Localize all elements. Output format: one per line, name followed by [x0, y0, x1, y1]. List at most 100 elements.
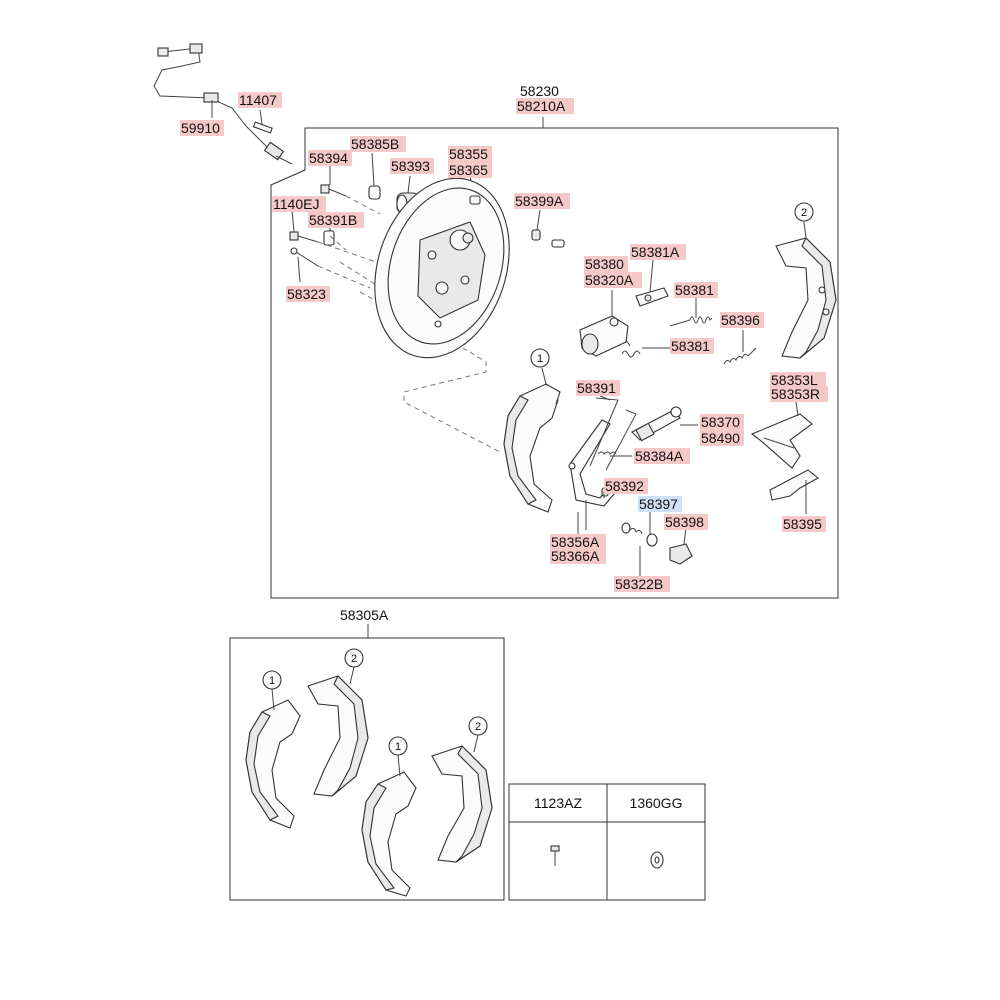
- kit-leader-1b: [397, 754, 401, 777]
- label-58381a: 58381A: [630, 244, 686, 260]
- label-58323: 58323: [286, 286, 330, 302]
- kit-callout-2b-number: 2: [475, 721, 481, 733]
- part-number-text: 58381: [671, 338, 710, 354]
- label-58397: 58397: [638, 496, 682, 512]
- table-header-1360gg: 1360GG: [630, 795, 683, 811]
- backing-plate: [374, 177, 510, 359]
- part-number-text: 58398: [665, 514, 704, 530]
- leader-58385b: [371, 152, 375, 187]
- washer-icon: [650, 851, 664, 869]
- label-58391: 58391: [576, 380, 620, 396]
- part-number-text: 58490: [701, 430, 740, 446]
- label-11407: 11407: [238, 92, 282, 108]
- kit-leader-2a: [349, 666, 355, 685]
- part-number-text: 58393: [391, 158, 430, 174]
- spring-58381-upper: [669, 316, 713, 327]
- kit-callout-2a-number: 2: [351, 653, 357, 665]
- part-number-text: 58380: [585, 256, 624, 272]
- part-number-text: 58394: [309, 150, 348, 166]
- callout-1-number: 1: [537, 353, 543, 365]
- label-58381-lower: 58381: [670, 338, 714, 354]
- label-58380: 58380: [584, 256, 628, 272]
- plug-58385b: [368, 185, 381, 200]
- part-number-text: 58210A: [517, 98, 566, 114]
- part-number-text: 58391B: [309, 212, 357, 228]
- cap-58398: [669, 543, 693, 565]
- callout-1-circle: [530, 348, 550, 368]
- label-58396: 58396: [720, 312, 764, 328]
- kit-shoe-2b: [431, 745, 493, 863]
- leader-58353: [795, 401, 799, 417]
- adjuster-58370: [631, 406, 682, 442]
- label-58365: 58365: [448, 162, 492, 178]
- part-number-text: 58353R: [771, 386, 820, 402]
- table-header-1123az: 1123AZ: [534, 795, 582, 811]
- label-58385b: 58385B: [350, 136, 406, 152]
- brake-shoe-2: [775, 237, 837, 359]
- leader-11407: [259, 109, 263, 125]
- label-58355: 58355: [448, 146, 492, 162]
- label-58398: 58398: [664, 514, 708, 530]
- label-58322b: 58322B: [614, 576, 670, 592]
- kit-callout-1b-number: 1: [395, 741, 401, 753]
- part-number-text: 58323: [287, 286, 326, 302]
- part-number-text: 58381A: [631, 244, 680, 260]
- parking-lever: [568, 397, 637, 507]
- label-58353r: 58353R: [770, 386, 828, 402]
- label-58353l: 58353L: [770, 372, 826, 388]
- callout-2-circle: [794, 202, 814, 222]
- part-number-text: 58320A: [585, 272, 634, 288]
- leader-58398: [683, 527, 687, 545]
- label-58393: 58393: [390, 158, 434, 174]
- fastener-table: [508, 783, 706, 901]
- kit-shoe-2a: [307, 675, 369, 797]
- main-assembly-frame: [270, 127, 839, 599]
- screw-icon: [550, 845, 560, 866]
- spring-58381-lower: [621, 339, 641, 358]
- part-number-labels: 59910 11407 58230 58210A 58394 58385B 58…: [180, 83, 828, 623]
- label-58399a: 58399A: [514, 193, 570, 209]
- pin-58323: [290, 247, 319, 267]
- leader-58323: [297, 256, 301, 283]
- strut-58353: [750, 413, 813, 469]
- part-number-text: 58355: [449, 146, 488, 162]
- part-number-text: 11407: [239, 92, 277, 108]
- leader-1140ej: [291, 209, 295, 233]
- adjuster-58381a: [635, 287, 669, 307]
- label-58370: 58370: [700, 414, 744, 430]
- part-number-text: 58384A: [635, 448, 684, 464]
- label-58320a: 58320A: [584, 272, 642, 288]
- part-number-text: 1140EJ: [273, 196, 319, 212]
- part-number-text: 58356A: [551, 534, 600, 550]
- label-58394: 58394: [308, 150, 352, 166]
- part-number-text: 58365: [449, 162, 488, 178]
- part-number-text: 58392: [605, 478, 644, 494]
- label-58392: 58392: [604, 478, 648, 494]
- label-58384a: 58384A: [634, 448, 690, 464]
- part-number-text: 58353L: [771, 372, 818, 388]
- part-number-text: 59910: [181, 120, 220, 136]
- lever-58395: [769, 469, 819, 501]
- part-number-text: 58391: [577, 380, 616, 396]
- label-58381-upper: 58381: [674, 282, 718, 298]
- label-58395: 58395: [782, 516, 826, 532]
- label-58210a: 58210A: [516, 98, 574, 114]
- label-58490: 58490: [700, 430, 744, 446]
- part-number-text: 58230: [520, 83, 559, 99]
- guide-dashes-upper: [317, 195, 401, 301]
- part-number-text: 58322B: [615, 576, 663, 592]
- label-58366a: 58366A: [550, 548, 606, 564]
- callout-2-number: 2: [801, 207, 807, 219]
- label-59910: 59910: [180, 120, 224, 136]
- leader-callout-1: [541, 367, 547, 385]
- parking-cable: [153, 43, 293, 165]
- leader-58381a: [649, 259, 654, 293]
- part-number-text: 58305A: [340, 607, 389, 623]
- leader-callout-2: [803, 221, 807, 239]
- part-number-text: 58397: [639, 496, 678, 512]
- part-number-text: 58395: [783, 516, 822, 532]
- part-number-text: 58381: [675, 282, 714, 298]
- part-number-text: 58366A: [551, 548, 600, 564]
- part-number-text: 58370: [701, 414, 740, 430]
